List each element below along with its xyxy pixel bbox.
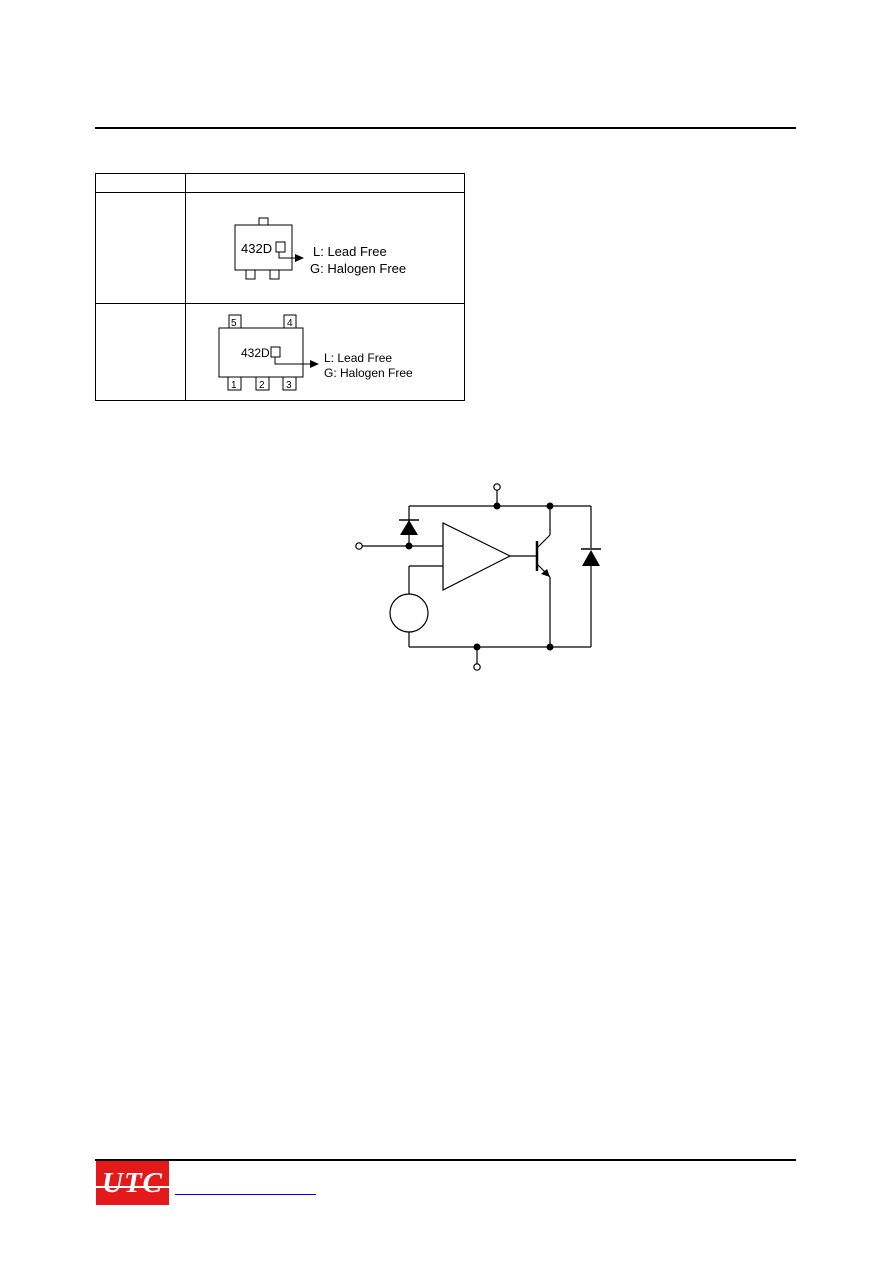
terminal-cathode (493, 483, 501, 491)
utc-logo: UTC (96, 1161, 169, 1205)
diode-symbol (582, 550, 600, 566)
arrow-icon (541, 569, 550, 577)
junction-dot (546, 502, 554, 510)
junction-dot (405, 542, 413, 550)
package-5pin-drawing (218, 314, 310, 391)
marking-table: 432D L: Lead Free G: Halogen Free 5 4 1 … (95, 173, 465, 401)
transistor-emitter (536, 563, 551, 578)
pin-label: 2 (259, 380, 265, 391)
pin-label: 5 (231, 318, 237, 329)
legend-lead-free: L: Lead Free (324, 351, 392, 365)
table-column-divider (185, 174, 186, 400)
pin-label: 4 (287, 318, 293, 329)
marking-row-1: 432D L: Lead Free G: Halogen Free 5 4 1 … (218, 217, 413, 391)
junction-dot (546, 643, 554, 651)
diode-symbol (400, 520, 418, 535)
legend-halogen-free: G: Halogen Free (324, 366, 413, 380)
op-amp-symbol (442, 522, 512, 591)
header-rule (95, 127, 796, 129)
pin-label: 3 (286, 380, 292, 391)
arrow-icon (295, 254, 304, 262)
marking-code: 432D (241, 346, 270, 360)
junction-dot (493, 502, 501, 510)
arrow-icon (310, 360, 319, 368)
terminal-anode (473, 663, 481, 671)
legend-lead-free: L: Lead Free (313, 244, 387, 259)
legend-halogen-free: G: Halogen Free (310, 261, 406, 276)
pin-label: 1 (231, 380, 237, 391)
terminal-reference (355, 542, 363, 550)
footer-rule (95, 1159, 796, 1161)
marking-code: 432D (241, 241, 272, 256)
junction-dot (473, 643, 481, 651)
reference-source-symbol (389, 593, 429, 633)
logo-stripe (96, 1186, 169, 1188)
website-link[interactable] (175, 1194, 316, 1195)
table-header-divider (96, 192, 464, 193)
transistor-collector (536, 534, 551, 549)
table-row-divider (96, 303, 464, 304)
package-3pin-drawing (234, 217, 295, 280)
